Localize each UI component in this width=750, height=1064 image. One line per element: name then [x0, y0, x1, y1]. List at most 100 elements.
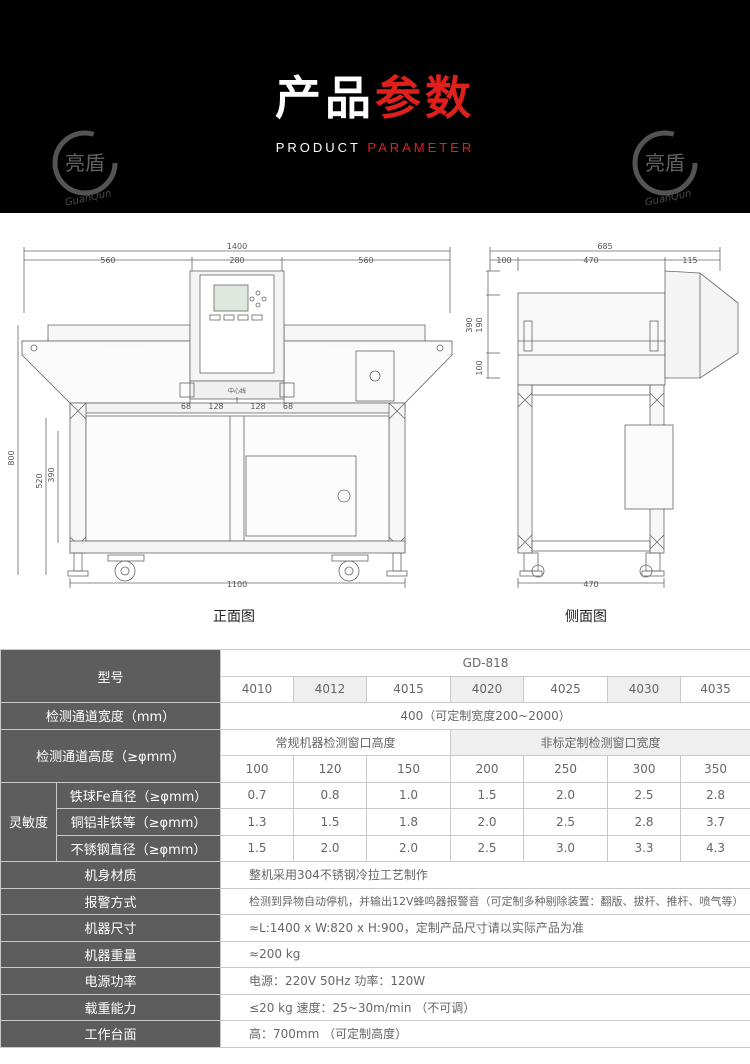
- dim-side-base-width: 470: [583, 580, 598, 589]
- model-variant: 4020: [450, 675, 525, 703]
- row-model: 型号 GD-818: [0, 649, 750, 703]
- height-value: 100: [220, 755, 295, 783]
- sensitivity-fe-label: 铁球Fe直径（≥φmm）: [55, 781, 222, 809]
- dim-side-middle-part: 470: [583, 256, 598, 265]
- model-value: GD-818: [220, 649, 750, 677]
- channel-width-value: 400（可定制宽度200~2000）: [220, 702, 750, 730]
- row-sensitivity-stainless: 不锈钢直径（≥φmm） 1.5 2.0 2.0 2.5 3.0 3.3 4.3: [1, 834, 750, 862]
- height-value: 120: [293, 755, 368, 783]
- sensitivity-stainless-label: 不锈钢直径（≥φmm）: [55, 834, 222, 862]
- sensitivity-nonfe-label: 铜铝非铁等（≥φmm）: [55, 808, 222, 836]
- sensitivity-value: 1.5: [293, 808, 368, 836]
- model-variant: 4025: [523, 675, 609, 703]
- height-value: 350: [680, 755, 750, 783]
- sensitivity-value: 1.3: [220, 808, 295, 836]
- technical-drawing-area: 1400 560 280 560 中心线 68 128 128 68 800 5…: [0, 213, 750, 650]
- sensitivity-value: 2.0: [523, 781, 609, 809]
- page-subtitle: PRODUCT PARAMETER: [0, 140, 750, 155]
- sensitivity-value: 2.0: [366, 834, 452, 862]
- sensitivity-label: 灵敏度: [0, 781, 57, 862]
- sensitivity-value: 0.7: [220, 781, 295, 809]
- row-sensitivity-fe: 灵敏度 铁球Fe直径（≥φmm） 0.7 0.8 1.0 1.5 2.0 2.5…: [0, 781, 750, 862]
- dim-side-height-390: 390: [465, 317, 474, 332]
- dim-front-right-span: 560: [358, 256, 373, 265]
- sensitivity-value: 3.0: [523, 834, 609, 862]
- dim-front-foot-128-right: 128: [250, 402, 265, 411]
- dim-front-base-width: 1100: [227, 580, 247, 589]
- sensitivity-value: 2.5: [450, 834, 525, 862]
- dim-side-right-part: 115: [682, 256, 697, 265]
- dim-front-total-width: 1400: [227, 242, 247, 251]
- power-value: 电源：220V 50Hz 功率：120W: [220, 967, 750, 995]
- height-custom-label: 非标定制检测窗口宽度: [450, 728, 750, 756]
- dim-side-total-depth: 685: [597, 242, 612, 251]
- worktable-value: 高：700mm （可定制高度）: [220, 1020, 750, 1048]
- channel-height-label: 检测通道高度（≥φmm）: [0, 728, 222, 783]
- load-capacity-label: 载重能力: [0, 993, 222, 1021]
- dim-front-total-height: 800: [7, 450, 16, 465]
- row-alarm-mode: 报警方式 检测到异物自动停机，并输出12V蜂鸣器报警音（可定制多种剔除装置：翻版…: [0, 887, 750, 915]
- row-power: 电源功率 电源：220V 50Hz 功率：120W: [0, 967, 750, 995]
- side-view-caption: 侧面图: [565, 609, 607, 625]
- dim-side-left-part: 100: [496, 256, 511, 265]
- model-variant: 4010: [220, 675, 295, 703]
- sensitivity-value: 1.0: [366, 781, 452, 809]
- dim-front-foot-128-left: 128: [208, 402, 223, 411]
- channel-width-label: 检测通道宽度（mm）: [0, 702, 222, 730]
- technical-drawing: 1400 560 280 560 中心线 68 128 128 68 800 5…: [7, 242, 739, 589]
- brand-logo-left: 亮盾 GuanQun: [52, 130, 118, 205]
- height-value: 300: [607, 755, 682, 783]
- sensitivity-value: 2.8: [607, 808, 682, 836]
- row-worktable: 工作台面 高：700mm （可定制高度）: [0, 1020, 750, 1048]
- sensitivity-value: 4.3: [680, 834, 750, 862]
- worktable-label: 工作台面: [0, 1020, 222, 1048]
- row-machine-size: 机器尺寸 ≈L:1400 x W:820 x H:900，定制产品尺寸请以实际产…: [0, 914, 750, 942]
- sensitivity-value: 2.8: [680, 781, 750, 809]
- sensitivity-value: 2.5: [607, 781, 682, 809]
- height-value: 250: [523, 755, 609, 783]
- model-variant: 4015: [366, 675, 452, 703]
- brand-logo-right: 亮盾 GuanQun: [632, 130, 698, 205]
- spec-table: 型号 GD-818 4010 4012 4015 4020 4025 4030 …: [0, 649, 750, 1048]
- model-label: 型号: [0, 649, 222, 703]
- dim-front-table-height: 520: [35, 473, 44, 488]
- model-variant: 4012: [293, 675, 368, 703]
- brand-logo-cn-right: 亮盾: [645, 151, 685, 175]
- row-channel-width: 检测通道宽度（mm） 400（可定制宽度200~2000）: [0, 702, 750, 730]
- dim-front-foot-68-right: 68: [283, 402, 293, 411]
- row-machine-weight: 机器重量 ≈200 kg: [0, 940, 750, 968]
- machine-size-label: 机器尺寸: [0, 914, 222, 942]
- subtitle-red-part: PARAMETER: [367, 140, 475, 155]
- alarm-mode-label: 报警方式: [0, 887, 222, 915]
- model-variant: 4030: [607, 675, 682, 703]
- model-variant: 4035: [680, 675, 750, 703]
- height-value: 150: [366, 755, 452, 783]
- sensitivity-value: 2.0: [293, 834, 368, 862]
- body-material-label: 机身材质: [0, 861, 222, 889]
- brand-logo-cn-left: 亮盾: [65, 151, 105, 175]
- dim-side-height-190: 190: [475, 317, 484, 332]
- body-material-value: 整机采用304不锈钢冷拉工艺制作: [220, 861, 750, 889]
- row-sensitivity-nonfe: 铜铝非铁等（≥φmm） 1.3 1.5 1.8 2.0 2.5 2.8 3.7: [1, 808, 750, 836]
- sensitivity-value: 2.0: [450, 808, 525, 836]
- dim-front-center-span: 280: [229, 256, 244, 265]
- load-capacity-value: ≤20 kg 速度：25~30m/min （不可调）: [220, 993, 750, 1021]
- page-title: 产品参数: [0, 70, 750, 126]
- machine-size-value: ≈L:1400 x W:820 x H:900，定制产品尺寸请以实际产品为准: [220, 914, 750, 942]
- row-model-variants: 4010 4012 4015 4020 4025 4030 4035: [1, 675, 750, 703]
- row-channel-height-values: 100 120 150 200 250 300 350: [1, 755, 750, 783]
- title-red-part: 参数: [375, 71, 475, 125]
- sensitivity-value: 3.3: [607, 834, 682, 862]
- dim-front-left-span: 560: [100, 256, 115, 265]
- sensitivity-value: 1.5: [450, 781, 525, 809]
- dim-front-channel-height: 390: [47, 467, 56, 482]
- height-value: 200: [450, 755, 525, 783]
- sensitivity-value: 2.5: [523, 808, 609, 836]
- sensitivity-value: 1.8: [366, 808, 452, 836]
- sensitivity-value: 3.7: [680, 808, 750, 836]
- row-body-material: 机身材质 整机采用304不锈钢冷拉工艺制作: [0, 861, 750, 889]
- machine-weight-value: ≈200 kg: [220, 940, 750, 968]
- alarm-mode-value: 检测到异物自动停机，并输出12V蜂鸣器报警音（可定制多种剔除装置：翻版、拔杆、推…: [220, 887, 750, 915]
- subtitle-white-part: PRODUCT: [275, 140, 368, 155]
- row-load-capacity: 载重能力 ≤20 kg 速度：25~30m/min （不可调）: [0, 993, 750, 1021]
